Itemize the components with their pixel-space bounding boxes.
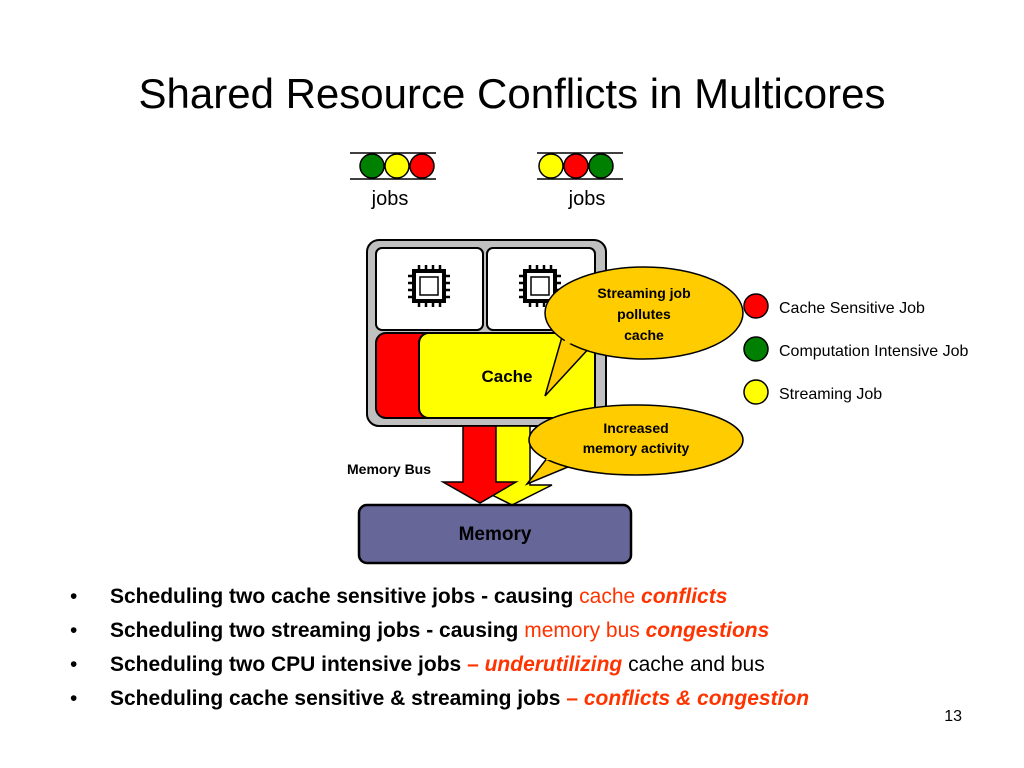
bullet-dot: • [70, 653, 78, 676]
bullet-dot: • [70, 687, 78, 710]
bullet-bold-text: Scheduling two cache sensitive jobs - ca… [110, 585, 574, 608]
bullet-item: • Scheduling two CPU intensive jobs – un… [70, 648, 990, 682]
bullet-normal-text: memory bus [524, 619, 640, 642]
legend-label: Cache Sensitive Job [779, 300, 925, 317]
memory-bus-label: Memory Bus [347, 461, 431, 477]
cpu-core-icon [519, 265, 561, 307]
queue-job-dot [384, 153, 410, 179]
page-number: 13 [944, 708, 962, 725]
bullet-dash: – [467, 653, 479, 676]
legend-marker-computation-intensive [743, 336, 769, 362]
queue-job-dot [538, 153, 564, 179]
bullet-item: • Scheduling two streaming jobs - causin… [70, 614, 990, 648]
job-queue-left: jobs [350, 152, 436, 210]
bullet-accent-text: underutilizing [484, 653, 623, 676]
queue-job-dot [563, 153, 589, 179]
multicore-chip: Cache [366, 239, 607, 427]
bullet-dot: • [70, 585, 78, 608]
memory-block [357, 503, 633, 565]
bullet-list: • Scheduling two cache sensitive jobs - … [70, 580, 990, 716]
legend-label: Streaming Job [779, 386, 882, 403]
bullet-accent-text: congestions [645, 619, 770, 642]
callout-line: memory activity [583, 440, 690, 456]
bullet-bold-text: Scheduling two CPU intensive jobs [110, 653, 462, 676]
legend-label: Computation Intensive Job [779, 343, 969, 360]
bullet-bold-text: Scheduling two streaming jobs - causing [110, 619, 519, 642]
callout-line: pollutes [617, 306, 671, 322]
cpu-core-icon [408, 265, 450, 307]
legend: Cache Sensitive Job Computation Intensiv… [743, 293, 969, 405]
legend-marker-streaming [743, 379, 769, 405]
callout-pollutes-cache: Streaming job pollutes cache [544, 266, 744, 397]
bullet-normal-text: cache [579, 585, 636, 608]
bullet-accent-text: conflicts & congestion [583, 687, 810, 710]
callout-line: cache [624, 327, 664, 343]
callout-line: Increased [603, 420, 668, 436]
queue-job-dot [409, 153, 435, 179]
bullet-bold-text: Scheduling cache sensitive & streaming j… [110, 687, 561, 710]
queue-job-dot [359, 153, 385, 179]
callout-memory-activity: Increased memory activity [524, 404, 744, 486]
bullet-item: • Scheduling cache sensitive & streaming… [70, 682, 990, 716]
memory-label: Memory [459, 524, 532, 545]
bullet-normal-text: cache and bus [628, 653, 765, 676]
queue-label: jobs [371, 188, 409, 210]
callout-line: Streaming job [597, 285, 690, 301]
cache-label: Cache [481, 367, 532, 386]
bullet-dot: • [70, 619, 78, 642]
queue-label: jobs [568, 188, 606, 210]
legend-marker-cache-sensitive [743, 293, 769, 319]
queue-job-dot [588, 153, 614, 179]
slide-title: Shared Resource Conflicts in Multicores [138, 70, 886, 117]
bullet-item: • Scheduling two cache sensitive jobs - … [70, 580, 990, 614]
cache-block [418, 332, 596, 419]
job-queue-right: jobs [537, 152, 623, 210]
bullet-accent-text: conflicts [641, 585, 728, 608]
bullet-dash: – [566, 687, 579, 710]
